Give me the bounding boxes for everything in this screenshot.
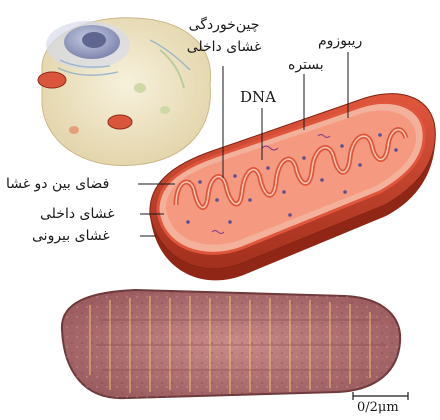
label-intermembrane-space: فضای بین دو غشا [6, 177, 109, 191]
label-cristae: چین‌خوردگی غشای داخلی [176, 14, 272, 58]
scale-bar [353, 392, 408, 400]
label-matrix: بستره [288, 58, 324, 72]
scale-bar-label: 0/2μm [357, 401, 399, 414]
label-dna: DNA [240, 90, 276, 105]
electron-micrograph [62, 290, 400, 398]
label-ribosome: ریبوزوم [318, 34, 362, 48]
label-outer-membrane: غشای بیرونی [32, 229, 110, 243]
label-inner-membrane: غشای داخلی [40, 207, 115, 221]
